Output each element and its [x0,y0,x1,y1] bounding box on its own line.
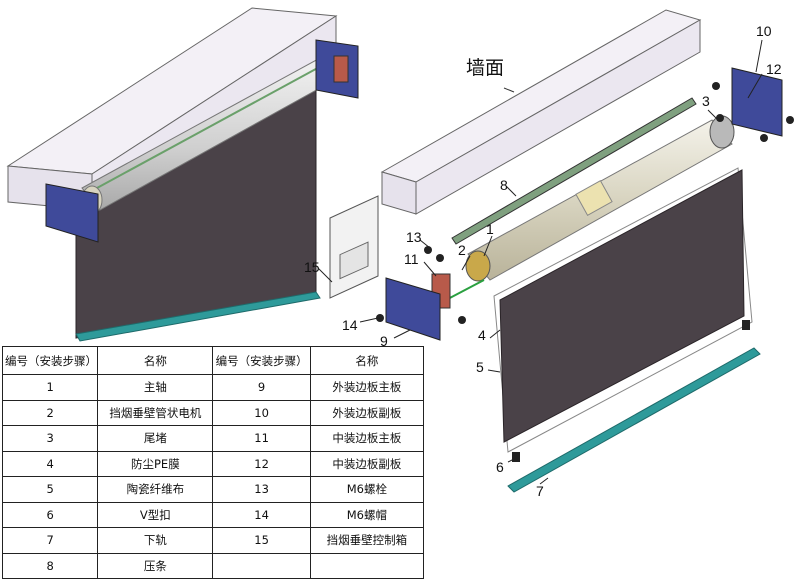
cell-name: 主轴 [97,374,214,401]
part-control-box [329,195,379,299]
assembled-drum-strip [85,63,326,195]
cell-name: M6螺帽 [309,501,425,528]
assembled-bracket-left [45,183,99,243]
cell-number: 12 [212,450,311,477]
parts-table: 编号（安装步骤） 名称 编号（安装步骤） 名称 1 主轴 9 外装边板主板 2 … [1,346,425,579]
part-nut [458,316,466,324]
header-name: 名称 [309,346,425,375]
callout-5: 5 [476,359,484,375]
callout-8: 8 [500,177,508,193]
wall-face [415,19,701,215]
cell-number: 11 [212,425,311,452]
part-outer-side-plate-sub [731,67,783,137]
cell-number: 8 [1,552,99,579]
header-number: 编号（安装步骤） [1,346,99,375]
cell-number: 4 [1,450,99,477]
cell-number: 3 [1,425,99,452]
cell-name: 外装边板副板 [309,399,425,426]
assembled-bottom-rail [75,291,321,342]
header-name: 名称 [97,346,214,375]
cell-name: V型扣 [97,501,214,528]
cell-name: 压条 [97,552,214,579]
callout-6: 6 [496,459,504,475]
assembled-motor-block [333,55,349,83]
table-row: 5 陶瓷纤维布 13 M6螺栓 [1,476,425,503]
part-tubular-motor [465,250,491,282]
part-v-clip [512,452,520,462]
part-control-box-panel [339,241,369,280]
header-number: 编号（安装步骤） [212,346,311,375]
wall: 墙面 [380,9,702,215]
cell-number: 15 [212,527,311,554]
table-row: 7 下轨 15 挡烟垂壁控制箱 [1,527,425,554]
part-nut [786,116,794,124]
cell-number: 10 [212,399,311,426]
callout-14: 14 [342,317,358,333]
cell-name: 下轨 [97,527,214,554]
callout-11: 11 [404,251,419,267]
cell-name: 陶瓷纤维布 [97,476,214,503]
callout-10: 10 [756,23,772,39]
callout-1: 1 [486,221,494,237]
part-shaft-coupling [575,180,613,216]
cell-number: 14 [212,501,311,528]
table-row: 3 尾堵 11 中装边板主板 [1,425,425,452]
callout-2: 2 [458,242,466,258]
cell-name: 中装边板副板 [309,450,425,477]
cell-name: 防尘PE膜 [97,450,214,477]
callout-9: 9 [380,333,388,349]
callout-3: 3 [702,93,710,109]
cell-number: 6 [1,501,99,528]
cell-name [309,552,425,579]
cell-name: 挡烟垂壁控制箱 [309,527,425,554]
cell-name: 中装边板主板 [309,425,425,452]
exploded-parts [329,67,794,493]
callout-7: 7 [536,483,544,499]
part-ceramic-fiber-cloth [499,169,745,443]
cell-name: 挡烟垂壁管状电机 [97,399,214,426]
part-nut [376,314,384,322]
cell-number: 1 [1,374,99,401]
wall-label: 墙面 [466,57,504,79]
cell-name: 外装边板主板 [309,374,425,401]
part-outer-side-plate-main [385,277,441,341]
table-row: 2 挡烟垂壁管状电机 10 外装边板副板 [1,399,425,426]
callout-15: 15 [304,259,320,275]
part-bottom-rail [507,347,761,493]
part-v-clip [742,320,750,330]
callouts [317,39,763,485]
table-header-row: 编号（安装步骤） 名称 编号（安装步骤） 名称 [1,346,425,375]
cell-name: 尾堵 [97,425,214,452]
part-nut [760,134,768,142]
table-row: 6 V型扣 14 M6螺帽 [1,501,425,528]
part-bolt [716,114,724,122]
part-pressing-strip [451,97,697,245]
cell-number [212,552,311,579]
cell-number: 13 [212,476,311,503]
table-row: 1 主轴 9 外装边板主板 [1,374,425,401]
part-bolt [436,254,444,262]
cell-name: M6螺栓 [309,476,425,503]
callout-12: 12 [766,61,782,77]
part-bolt [424,246,432,254]
callout-4: 4 [478,327,486,343]
cell-number: 7 [1,527,99,554]
cell-number: 9 [212,374,311,401]
table-row: 8 压条 [1,552,425,579]
cell-number: 2 [1,399,99,426]
table-row: 4 防尘PE膜 12 中装边板副板 [1,450,425,477]
callout-labels: 1 2 3 4 5 6 7 8 9 10 11 12 13 14 15 [304,23,782,499]
part-bolt [712,82,720,90]
assembled-unit [6,7,359,342]
part-motor-shaft [445,279,485,301]
callout-13: 13 [406,229,422,245]
cell-number: 5 [1,476,99,503]
